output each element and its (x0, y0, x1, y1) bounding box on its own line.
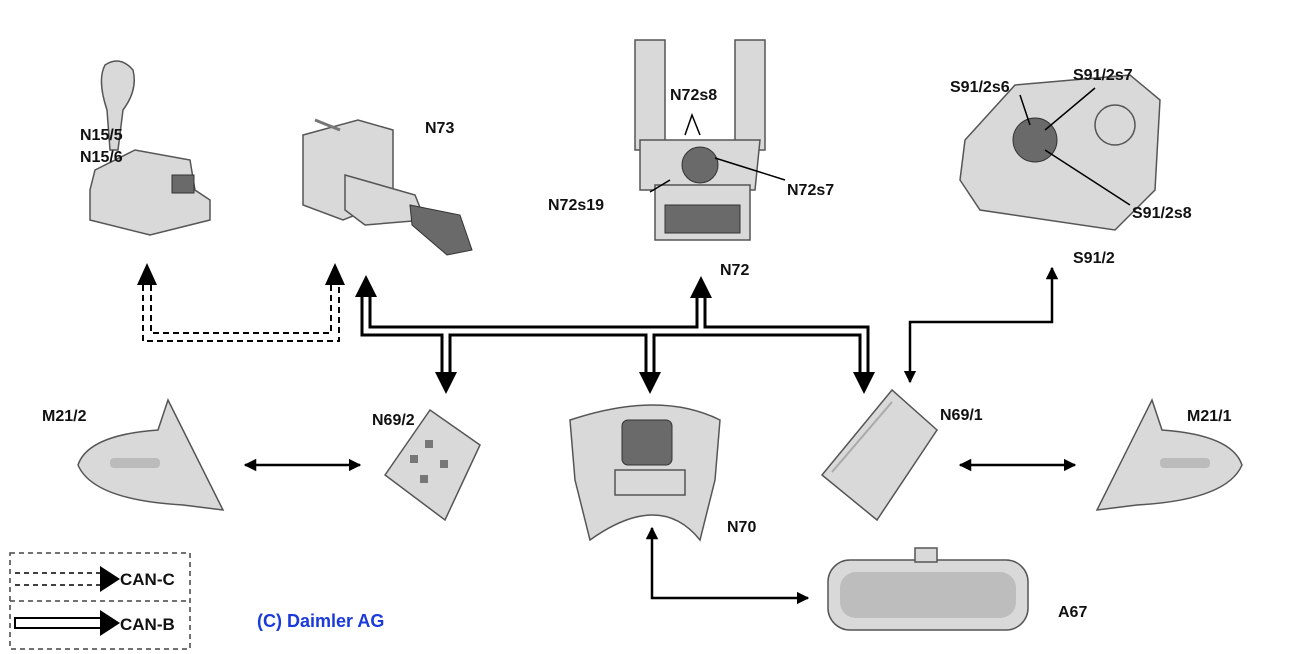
arrowhead-n15 (137, 263, 157, 285)
mirror-m21-1 (1095, 398, 1243, 511)
ignition-switch-n73 (302, 118, 473, 256)
label-n15-6: N15/6 (80, 149, 123, 166)
arrowhead-n69-1 (853, 372, 875, 394)
label-s91-2s7: S91/2s7 (1073, 67, 1133, 84)
overhead-panel-n70 (569, 404, 721, 542)
control-panel-n72 (634, 39, 786, 241)
seat-switch-s91-2 (959, 74, 1161, 231)
can-b-connection (360, 293, 870, 378)
label-n72: N72 (720, 262, 749, 279)
line-n69-1-s91-2 (903, 266, 1059, 384)
arrowhead-n72 (690, 276, 712, 298)
label-s91-2: S91/2 (1073, 250, 1115, 267)
legend-can-b-symbol (14, 617, 104, 629)
label-n15-5: N15/5 (80, 127, 123, 144)
rearview-mirror-a67 (827, 547, 1029, 631)
gear-selector-n15 (89, 60, 211, 236)
label-s91-2s6: S91/2s6 (950, 79, 1010, 96)
label-m21-2: M21/2 (42, 408, 87, 425)
legend-can-c-symbol (15, 572, 102, 586)
arrowhead-n69-2 (435, 372, 457, 394)
label-n73: N73 (425, 120, 454, 137)
legend-can-c-label: CAN-C (120, 570, 175, 589)
label-s91-2s8: S91/2s8 (1132, 205, 1192, 222)
copyright: (C) Daimler AG (257, 611, 384, 631)
arrowhead-n70 (639, 372, 661, 394)
label-n69-1: N69/1 (940, 407, 983, 424)
label-n70: N70 (727, 519, 756, 536)
arrowhead-n73-can-b (355, 275, 377, 297)
module-n69-1 (820, 388, 938, 522)
can-c-connection (142, 285, 340, 342)
line-n70-a67 (645, 526, 810, 605)
label-a67: A67 (1058, 604, 1087, 621)
label-m21-1: M21/1 (1187, 408, 1232, 425)
label-n69-2: N69/2 (372, 412, 415, 429)
arrowhead-n73-can-c (325, 263, 345, 285)
label-n72s7: N72s7 (787, 182, 834, 199)
label-n72s19: N72s19 (548, 197, 604, 214)
mirror-m21-2 (77, 398, 225, 511)
module-n69-2 (383, 408, 481, 522)
legend-can-b-label: CAN-B (120, 615, 175, 634)
label-n72s8: N72s8 (670, 87, 717, 104)
legend: CAN-C CAN-B (9, 552, 191, 650)
